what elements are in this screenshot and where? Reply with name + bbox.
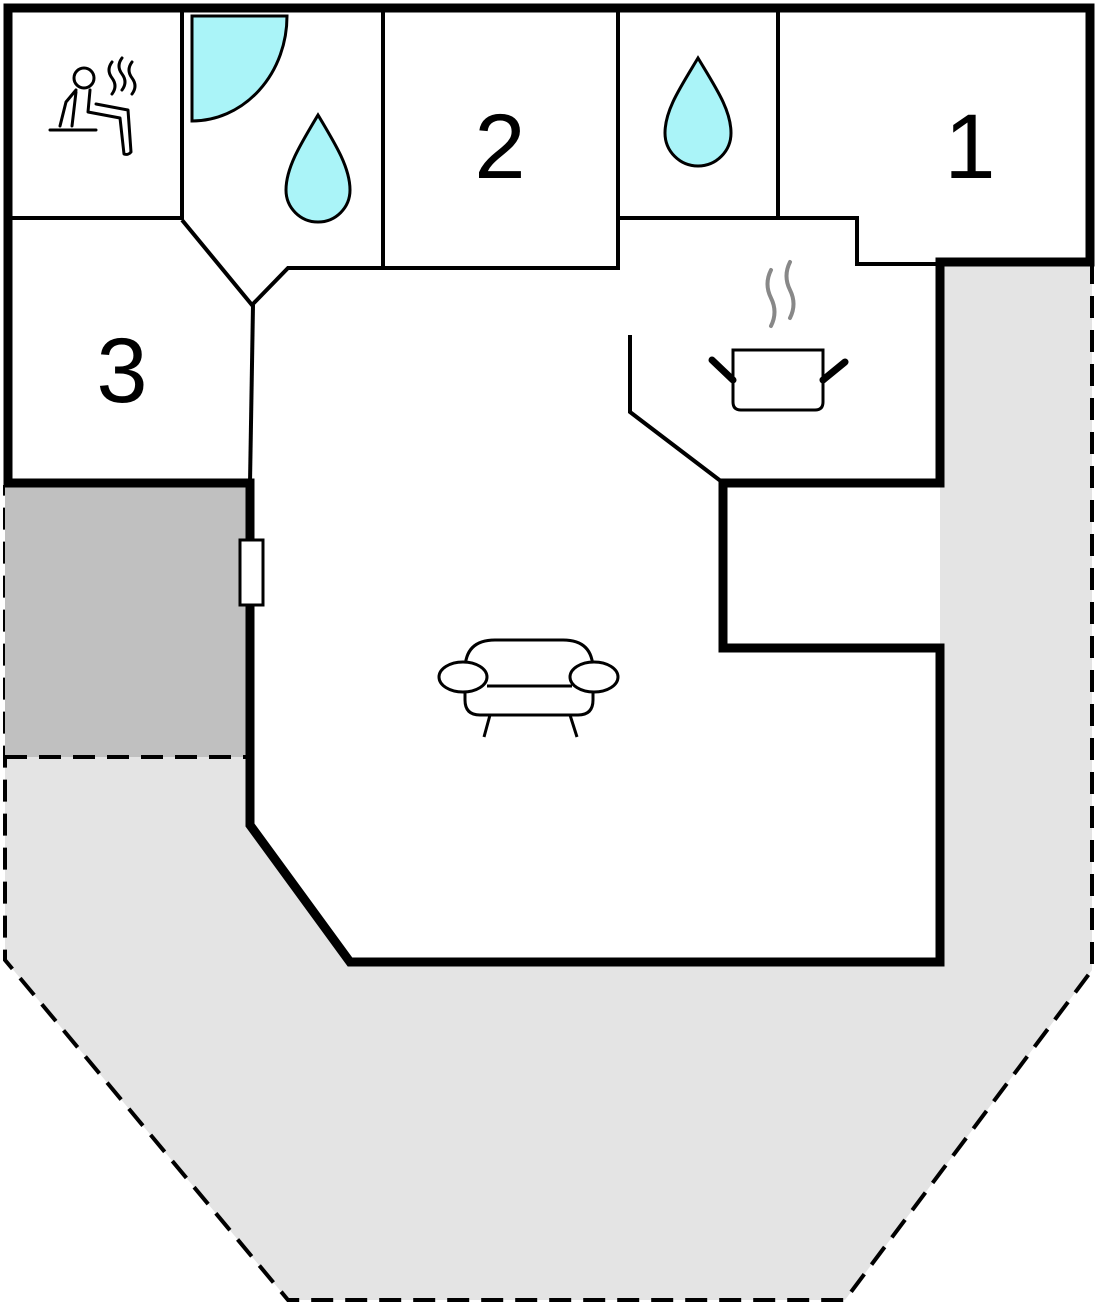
sofa-icon bbox=[437, 638, 620, 738]
water-drop-icon bbox=[284, 112, 352, 224]
exterior-wall bbox=[3, 3, 1095, 967]
sauna-icon bbox=[48, 56, 137, 156]
room-label-3: 3 bbox=[96, 320, 147, 422]
terrace-fill bbox=[5, 262, 1092, 1300]
interior-walls bbox=[10, 10, 940, 484]
wall-hall-diagonal bbox=[180, 218, 383, 308]
water-drop-icon bbox=[663, 55, 733, 168]
wall-bedroom1-bottom bbox=[778, 216, 940, 266]
cooking-pot-icon bbox=[708, 260, 849, 412]
wall-hall-vertical bbox=[248, 304, 255, 484]
steam bbox=[765, 260, 796, 328]
covered-area bbox=[5, 485, 248, 759]
room-label-1: 1 bbox=[944, 96, 995, 198]
shower-icon bbox=[190, 14, 289, 123]
indoor-floor bbox=[8, 8, 1090, 962]
door-icon bbox=[238, 538, 265, 607]
covered-area-fill bbox=[5, 485, 248, 757]
room-label-2: 2 bbox=[474, 96, 525, 198]
wall-bedroom2-bottom bbox=[383, 10, 620, 270]
terrace-area bbox=[2, 262, 1094, 1302]
wall-kitchen-counter bbox=[628, 335, 724, 484]
terrace-dashed-outline bbox=[2, 262, 1094, 1302]
